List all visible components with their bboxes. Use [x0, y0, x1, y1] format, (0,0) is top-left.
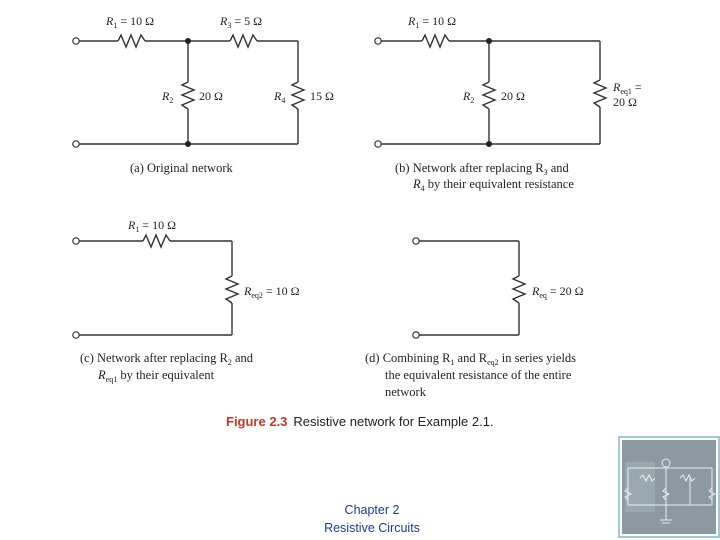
- terminal-c-bottom: [72, 331, 80, 339]
- terminal-b-top: [374, 37, 382, 45]
- resistor-req2: [224, 275, 240, 304]
- footer-subtitle: Resistive Circuits: [324, 521, 420, 535]
- resistor-r4: [290, 81, 306, 110]
- terminal-a-bottom: [72, 140, 80, 148]
- label-req1: Req1=: [612, 80, 642, 96]
- figure-title: Figure 2.3 Resistive network for Example …: [226, 414, 494, 429]
- label-r1: R1= 10 Ω: [127, 218, 176, 234]
- caption-b-line2: R4 by their equivalent resistance: [412, 177, 574, 193]
- caption-d-line2: the equivalent resistance of the entire: [385, 368, 572, 382]
- terminal-b-bottom: [374, 140, 382, 148]
- footer-chapter: Chapter 2: [345, 503, 400, 517]
- node-dot: [486, 141, 492, 147]
- terminal-d-top: [412, 237, 420, 245]
- caption-d-line1: (d) Combining R1 and Req2 in series yiel…: [365, 351, 576, 367]
- caption-d-line3: network: [385, 385, 427, 399]
- figure-caption: Resistive network for Example 2.1.: [293, 414, 493, 429]
- panel-a-original-network: R1= 10 Ω R3= 5 Ω R2 20 Ω R4 15 Ω (a) Ori…: [72, 14, 334, 175]
- label-r2: R2: [161, 89, 173, 105]
- resistor-r2: [180, 81, 196, 110]
- terminal-d-bottom: [412, 331, 420, 339]
- value-req1: 20 Ω: [613, 95, 637, 109]
- resistor-r1: [421, 33, 450, 49]
- label-r4: R4: [273, 89, 285, 105]
- caption-a: (a) Original network: [130, 161, 233, 175]
- resistor-r1: [142, 233, 171, 249]
- panel-b-after-replacing-r3-r4: R1= 10 Ω R2 20 Ω Req1= 20 Ω (b) Network …: [374, 14, 642, 193]
- resistor-r1: [117, 33, 146, 49]
- caption-c-line1: (c) Network after replacing R2 and: [80, 351, 254, 367]
- resistor-req1: [592, 79, 608, 108]
- node-dot: [486, 38, 492, 44]
- slide-footer: Chapter 2 Resistive Circuits: [324, 503, 420, 535]
- terminal-a-top: [72, 37, 80, 45]
- panel-c-after-replacing-r2-req1: R1= 10 Ω Req2= 10 Ω (c) Network after re…: [72, 218, 300, 384]
- figure-number: Figure 2.3: [226, 414, 287, 429]
- label-r1: R1= 10 Ω: [407, 14, 456, 30]
- value-r2: 20 Ω: [501, 89, 525, 103]
- resistor-r3: [229, 33, 258, 49]
- caption-c-line2: Req1 by their equivalent: [97, 368, 215, 384]
- caption-b-line1: (b) Network after replacing R3 and: [395, 161, 569, 177]
- label-r1: R1= 10 Ω: [105, 14, 154, 30]
- label-r3: R3= 5 Ω: [219, 14, 262, 30]
- label-r2: R2: [462, 89, 474, 105]
- circuit-thumbnail-icon: [618, 436, 720, 538]
- node-dot: [185, 141, 191, 147]
- label-req: Req= 20 Ω: [531, 284, 584, 300]
- node-dot: [185, 38, 191, 44]
- label-req2: Req2= 10 Ω: [243, 284, 300, 300]
- resistor-req: [511, 275, 527, 304]
- resistor-r2: [481, 81, 497, 110]
- value-r4: 15 Ω: [310, 89, 334, 103]
- terminal-c-top: [72, 237, 80, 245]
- panel-d-equivalent-resistance: Req= 20 Ω (d) Combining R1 and Req2 in s…: [365, 237, 584, 399]
- value-r2: 20 Ω: [199, 89, 223, 103]
